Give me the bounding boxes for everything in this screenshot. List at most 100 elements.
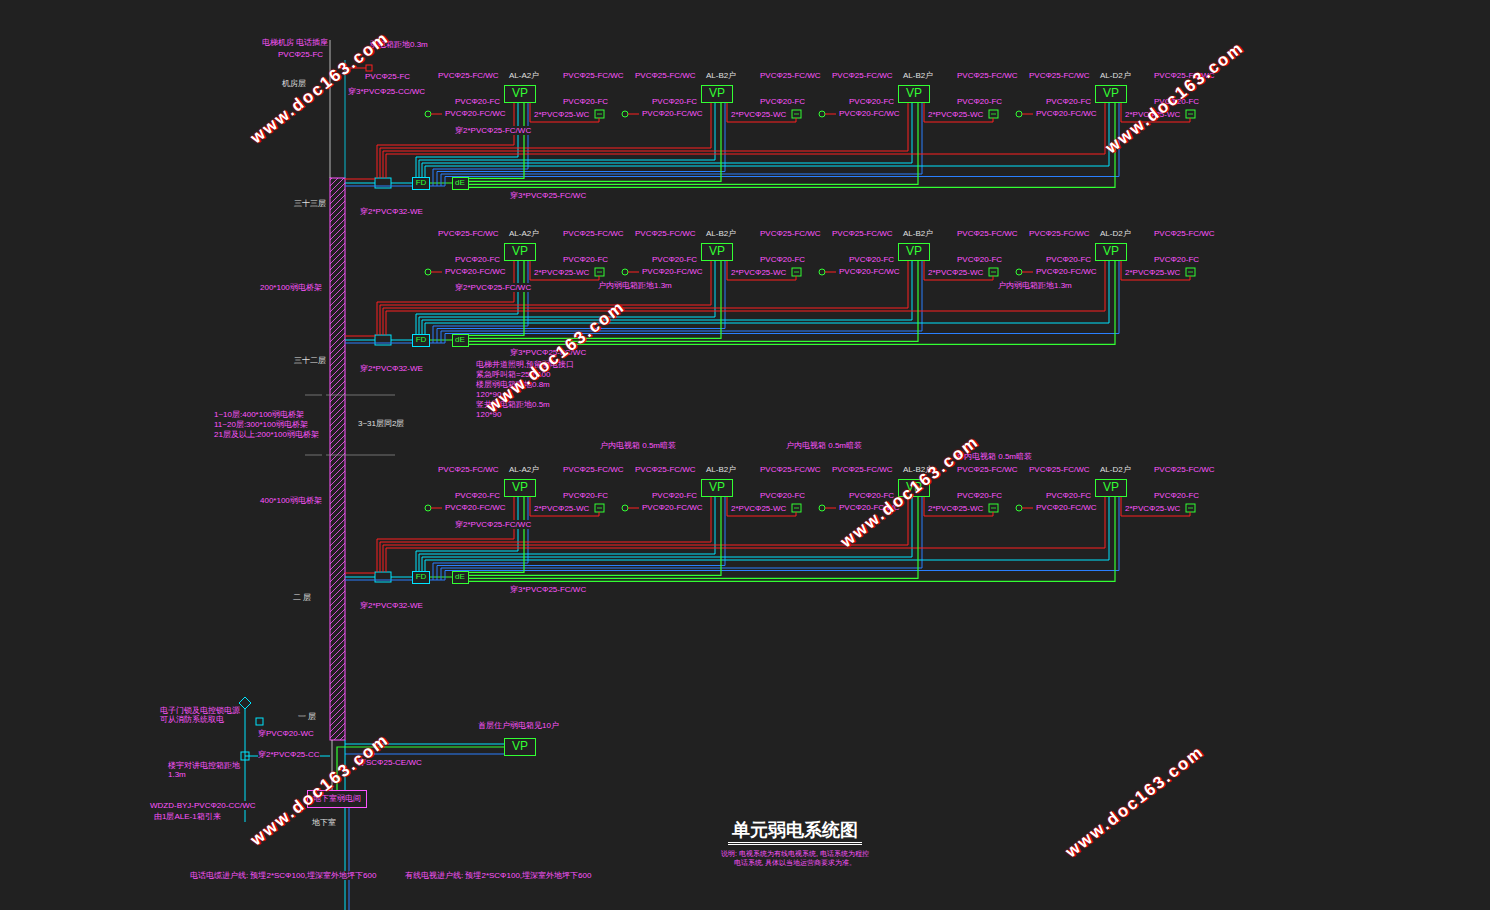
- annotation-label: PVCΦ20-FC: [849, 255, 894, 264]
- phone-outlet: [819, 269, 825, 275]
- annotation-label: 楼宇对讲电控箱距地1.3m: [168, 761, 242, 779]
- annotation-label: 穿PVCΦ20-WC: [258, 729, 314, 738]
- annotation-label: 地下室: [312, 818, 336, 827]
- distribution-box: VP: [1095, 479, 1127, 497]
- node-text: VP: [709, 87, 725, 100]
- distribution-box: VP: [898, 85, 930, 103]
- device-symbol: [792, 504, 801, 512]
- annotation-label: PVCΦ20-FC: [652, 255, 697, 264]
- device-symbol: [792, 268, 801, 276]
- annotation-label: PVCΦ25-FC/WC: [563, 465, 624, 474]
- phone-outlet: [622, 269, 628, 275]
- watermark-text: www.doc163.com: [247, 730, 393, 850]
- signal-cable: [469, 103, 919, 184]
- diagram-title: 单元弱电系统图: [728, 818, 862, 845]
- annotation-label: PVCΦ25-FC/WC: [957, 71, 1018, 80]
- annotation-label: PVCΦ20-FC/WC: [1036, 109, 1097, 118]
- annotation-label: 2*PVCΦ25-WC: [534, 268, 589, 277]
- floor-distributor: FD: [412, 177, 430, 190]
- wire-line: [386, 261, 1105, 335]
- distribution-box: VP: [504, 85, 536, 103]
- floor-distributor: FD: [412, 334, 430, 347]
- annotation-label: 机房层: [282, 79, 306, 88]
- annotation-label: PVCΦ25-FC/WC: [1029, 229, 1090, 238]
- node-text: VP: [1103, 481, 1119, 494]
- annotation-label: 户内弱电箱距地1.3m: [598, 281, 672, 290]
- annotation-label: PVCΦ20-FC: [563, 97, 608, 106]
- wire-line: [825, 508, 836, 509]
- floor-amplifier: dE: [452, 334, 469, 347]
- annotation-label: 穿2*PVCΦ32-WE: [360, 207, 423, 216]
- annotation-label: PVCΦ25-FC: [365, 72, 410, 81]
- cable-tray-riser: [330, 178, 345, 740]
- device-symbol: [595, 504, 604, 512]
- device-symbol: [989, 504, 998, 512]
- annotation-label: 400*100弱电桥架: [260, 496, 322, 505]
- wire-line: [383, 261, 908, 335]
- annotation-label: PVCΦ20-FC/WC: [445, 503, 506, 512]
- wire-line: [425, 103, 1109, 177]
- annotation-label: 穿3*PVCΦ25-FC/WC: [510, 191, 586, 200]
- wire-line: [1022, 272, 1033, 273]
- signal-cable: [469, 497, 1116, 581]
- annotation-label: AL-B2户: [903, 229, 933, 238]
- wire-line: [386, 497, 1105, 572]
- annotation-label: PVCΦ20-FC: [1046, 97, 1091, 106]
- annotation-label: PVCΦ20-FC/WC: [1036, 267, 1097, 276]
- annotation-label: PVCΦ25-FC/WC: [635, 465, 696, 474]
- annotation-label: AL-B2户: [706, 465, 736, 474]
- annotation-label: PVCΦ20-FC/WC: [839, 109, 900, 118]
- signal-cable: [469, 103, 1116, 187]
- annotation-label: PVCΦ20-FC: [957, 255, 1002, 264]
- wire-line: [326, 455, 395, 456]
- annotation-label: PVCΦ20-FC: [455, 255, 500, 264]
- device-symbol: [989, 268, 998, 276]
- wire-line: [1022, 114, 1033, 115]
- wire-line: [345, 577, 375, 578]
- annotation-label: 2*PVCΦ25-WC: [731, 504, 786, 513]
- annotation-label: PVCΦ20-FC: [760, 255, 805, 264]
- annotation-label: PVCΦ25-FC/WC: [1029, 465, 1090, 474]
- wire-line: [425, 497, 1109, 571]
- annotation-label: AL-A2户: [509, 71, 539, 80]
- wire-line: [391, 577, 413, 578]
- annotation-label: PVCΦ25-FC/WC: [438, 229, 499, 238]
- wire-line: [431, 114, 442, 115]
- annotation-label: PVCΦ25-FC/WC: [635, 229, 696, 238]
- wire-line: [825, 114, 836, 115]
- distribution-box: VP: [701, 479, 733, 497]
- wire-line: [380, 103, 711, 178]
- annotation-label: 户内电视箱 0.5m暗装: [786, 441, 862, 450]
- annotation-label: WDZD-BYJ-PVCΦ20-CC/WC: [150, 801, 256, 810]
- annotation-label: 2*PVCΦ25-WC: [731, 110, 786, 119]
- annotation-label: PVCΦ25-FC/WC: [1154, 465, 1215, 474]
- wire-line: [825, 272, 836, 273]
- wire-line: [345, 179, 375, 180]
- annotation-label: 穿2*PVCΦ25-FC/WC: [455, 126, 531, 135]
- wire-line: [377, 497, 514, 572]
- annotation-label: PVCΦ25-FC/WC: [832, 71, 893, 80]
- annotation-label: AL-D2户: [1100, 229, 1131, 238]
- node-text: VP: [512, 87, 528, 100]
- annotation-label: PVCΦ25-FC/WC: [438, 465, 499, 474]
- annotation-label: PVCΦ20-FC: [1154, 255, 1199, 264]
- distribution-box: VP: [504, 243, 536, 261]
- annotation-label: PVCΦ20-FC: [455, 97, 500, 106]
- annotation-label: AL-B2户: [706, 71, 736, 80]
- annotation-label: 2*PVCΦ25-WC: [534, 504, 589, 513]
- annotation-label: 电子门锁及电控锁电源可从消防系统取电: [160, 706, 240, 724]
- annotation-label: PVCΦ25-FC/WC: [760, 71, 821, 80]
- annotation-label: 电话电缆进户线: 预埋2*SCΦ100,埋深室外地坪下600: [190, 871, 376, 880]
- wire-line: [597, 114, 602, 115]
- wire-line: [391, 183, 413, 184]
- annotation-label: 2*PVCΦ25-WC: [928, 504, 983, 513]
- annotation-label: PVCΦ20-FC: [1154, 491, 1199, 500]
- annotation-label: 穿3*PVCΦ25-FC/WC: [510, 585, 586, 594]
- signal-cable: [469, 103, 722, 181]
- annotation-label: PVCΦ20-FC/WC: [642, 109, 703, 118]
- device-symbol: [256, 718, 263, 725]
- node-text: VP: [906, 245, 922, 258]
- node-text: dE: [455, 573, 465, 582]
- annotation-label: PVCΦ20-FC/WC: [839, 267, 900, 276]
- wire-line: [425, 261, 1109, 334]
